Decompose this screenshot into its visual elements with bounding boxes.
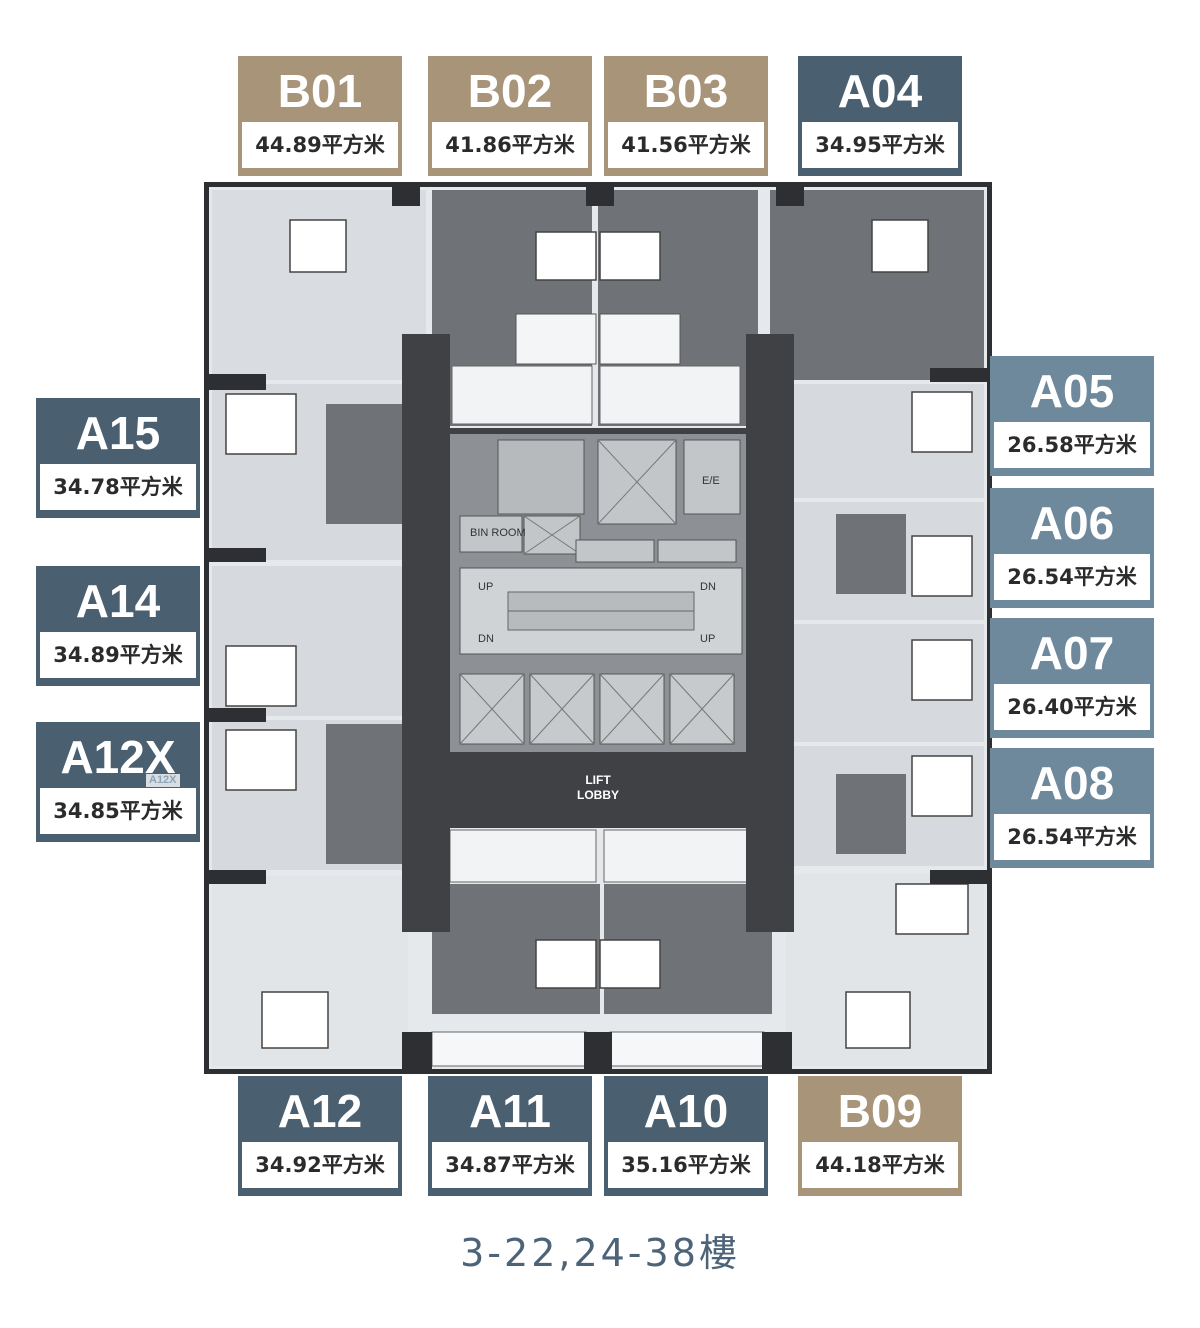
unit-card-b02[interactable]: B02 41.86平方米 [428, 56, 592, 176]
unit-area: 34.87平方米 [432, 1142, 588, 1188]
unit-area: 44.18平方米 [802, 1142, 958, 1188]
unit-code: B03 [643, 65, 729, 117]
unit-area: 34.92平方米 [242, 1142, 398, 1188]
unit-code: B09 [837, 1085, 923, 1137]
unit-code: A11 [469, 1085, 551, 1137]
unit-code: A07 [1029, 627, 1115, 679]
unit-card-a06[interactable]: A06 26.54平方米 [990, 488, 1154, 608]
unit-card-a07[interactable]: A07 26.40平方米 [990, 618, 1154, 738]
stair-up-right: UP [700, 633, 715, 645]
room-b01 [212, 190, 426, 380]
unit-code: B02 [467, 65, 553, 117]
floor-plan-drawing: BIN ROOM E/E UP DN DN UP LIFT LOBBY [203, 181, 993, 1075]
floor-plan: BIN ROOM E/E UP DN DN UP LIFT LOBBY [203, 181, 993, 1075]
unit-card-a08[interactable]: A08 26.54平方米 [990, 748, 1154, 868]
unit-area: 34.89平方米 [40, 632, 196, 678]
lobby-label: LOBBY [577, 788, 619, 802]
unit-code: A06 [1029, 497, 1115, 549]
unit-code: A14 [75, 575, 161, 627]
unit-tag: A12X [146, 774, 180, 787]
unit-code: B01 [277, 65, 363, 117]
unit-card-a15[interactable]: A15 34.78平方米 [36, 398, 200, 518]
unit-code: A05 [1029, 365, 1115, 417]
unit-card-a05[interactable]: A05 26.58平方米 [990, 356, 1154, 476]
unit-area: 26.54平方米 [994, 814, 1150, 860]
unit-card-a14[interactable]: A14 34.89平方米 [36, 566, 200, 686]
unit-code: A10 [643, 1085, 729, 1137]
unit-code: A12 [277, 1085, 363, 1137]
bin-room-label: BIN ROOM [470, 527, 526, 539]
unit-code: A15 [75, 407, 161, 459]
stair-up-left: UP [478, 581, 493, 593]
unit-area: 44.89平方米 [242, 122, 398, 168]
ee-label: E/E [702, 475, 720, 487]
unit-card-b01[interactable]: B01 44.89平方米 [238, 56, 402, 176]
lift-label: LIFT [585, 773, 611, 787]
unit-card-b09[interactable]: B09 44.18平方米 [798, 1076, 962, 1196]
unit-card-a12x[interactable]: A12X 34.85平方米 A12X [36, 722, 200, 842]
unit-area: 26.40平方米 [994, 684, 1150, 730]
unit-card-b03[interactable]: B03 41.56平方米 [604, 56, 768, 176]
floors-label: 3-22,24-38樓 [460, 1231, 740, 1275]
unit-card-a04[interactable]: A04 34.95平方米 [798, 56, 962, 176]
unit-card-a12[interactable]: A12 34.92平方米 [238, 1076, 402, 1196]
unit-area: 35.16平方米 [608, 1142, 764, 1188]
unit-area: 34.95平方米 [802, 122, 958, 168]
unit-code: A08 [1029, 757, 1115, 809]
room-a04 [770, 190, 984, 380]
unit-code: A04 [837, 65, 923, 117]
unit-card-a10[interactable]: A10 35.16平方米 [604, 1076, 768, 1196]
unit-area: 26.58平方米 [994, 422, 1150, 468]
stair-dn-right: DN [700, 581, 716, 593]
stair-dn-left: DN [478, 633, 494, 645]
unit-area: 34.85平方米 [40, 788, 196, 834]
unit-area: 41.86平方米 [432, 122, 588, 168]
unit-area: 26.54平方米 [994, 554, 1150, 600]
unit-area: 34.78平方米 [40, 464, 196, 510]
unit-card-a11[interactable]: A11 34.87平方米 [428, 1076, 592, 1196]
unit-area: 41.56平方米 [608, 122, 764, 168]
